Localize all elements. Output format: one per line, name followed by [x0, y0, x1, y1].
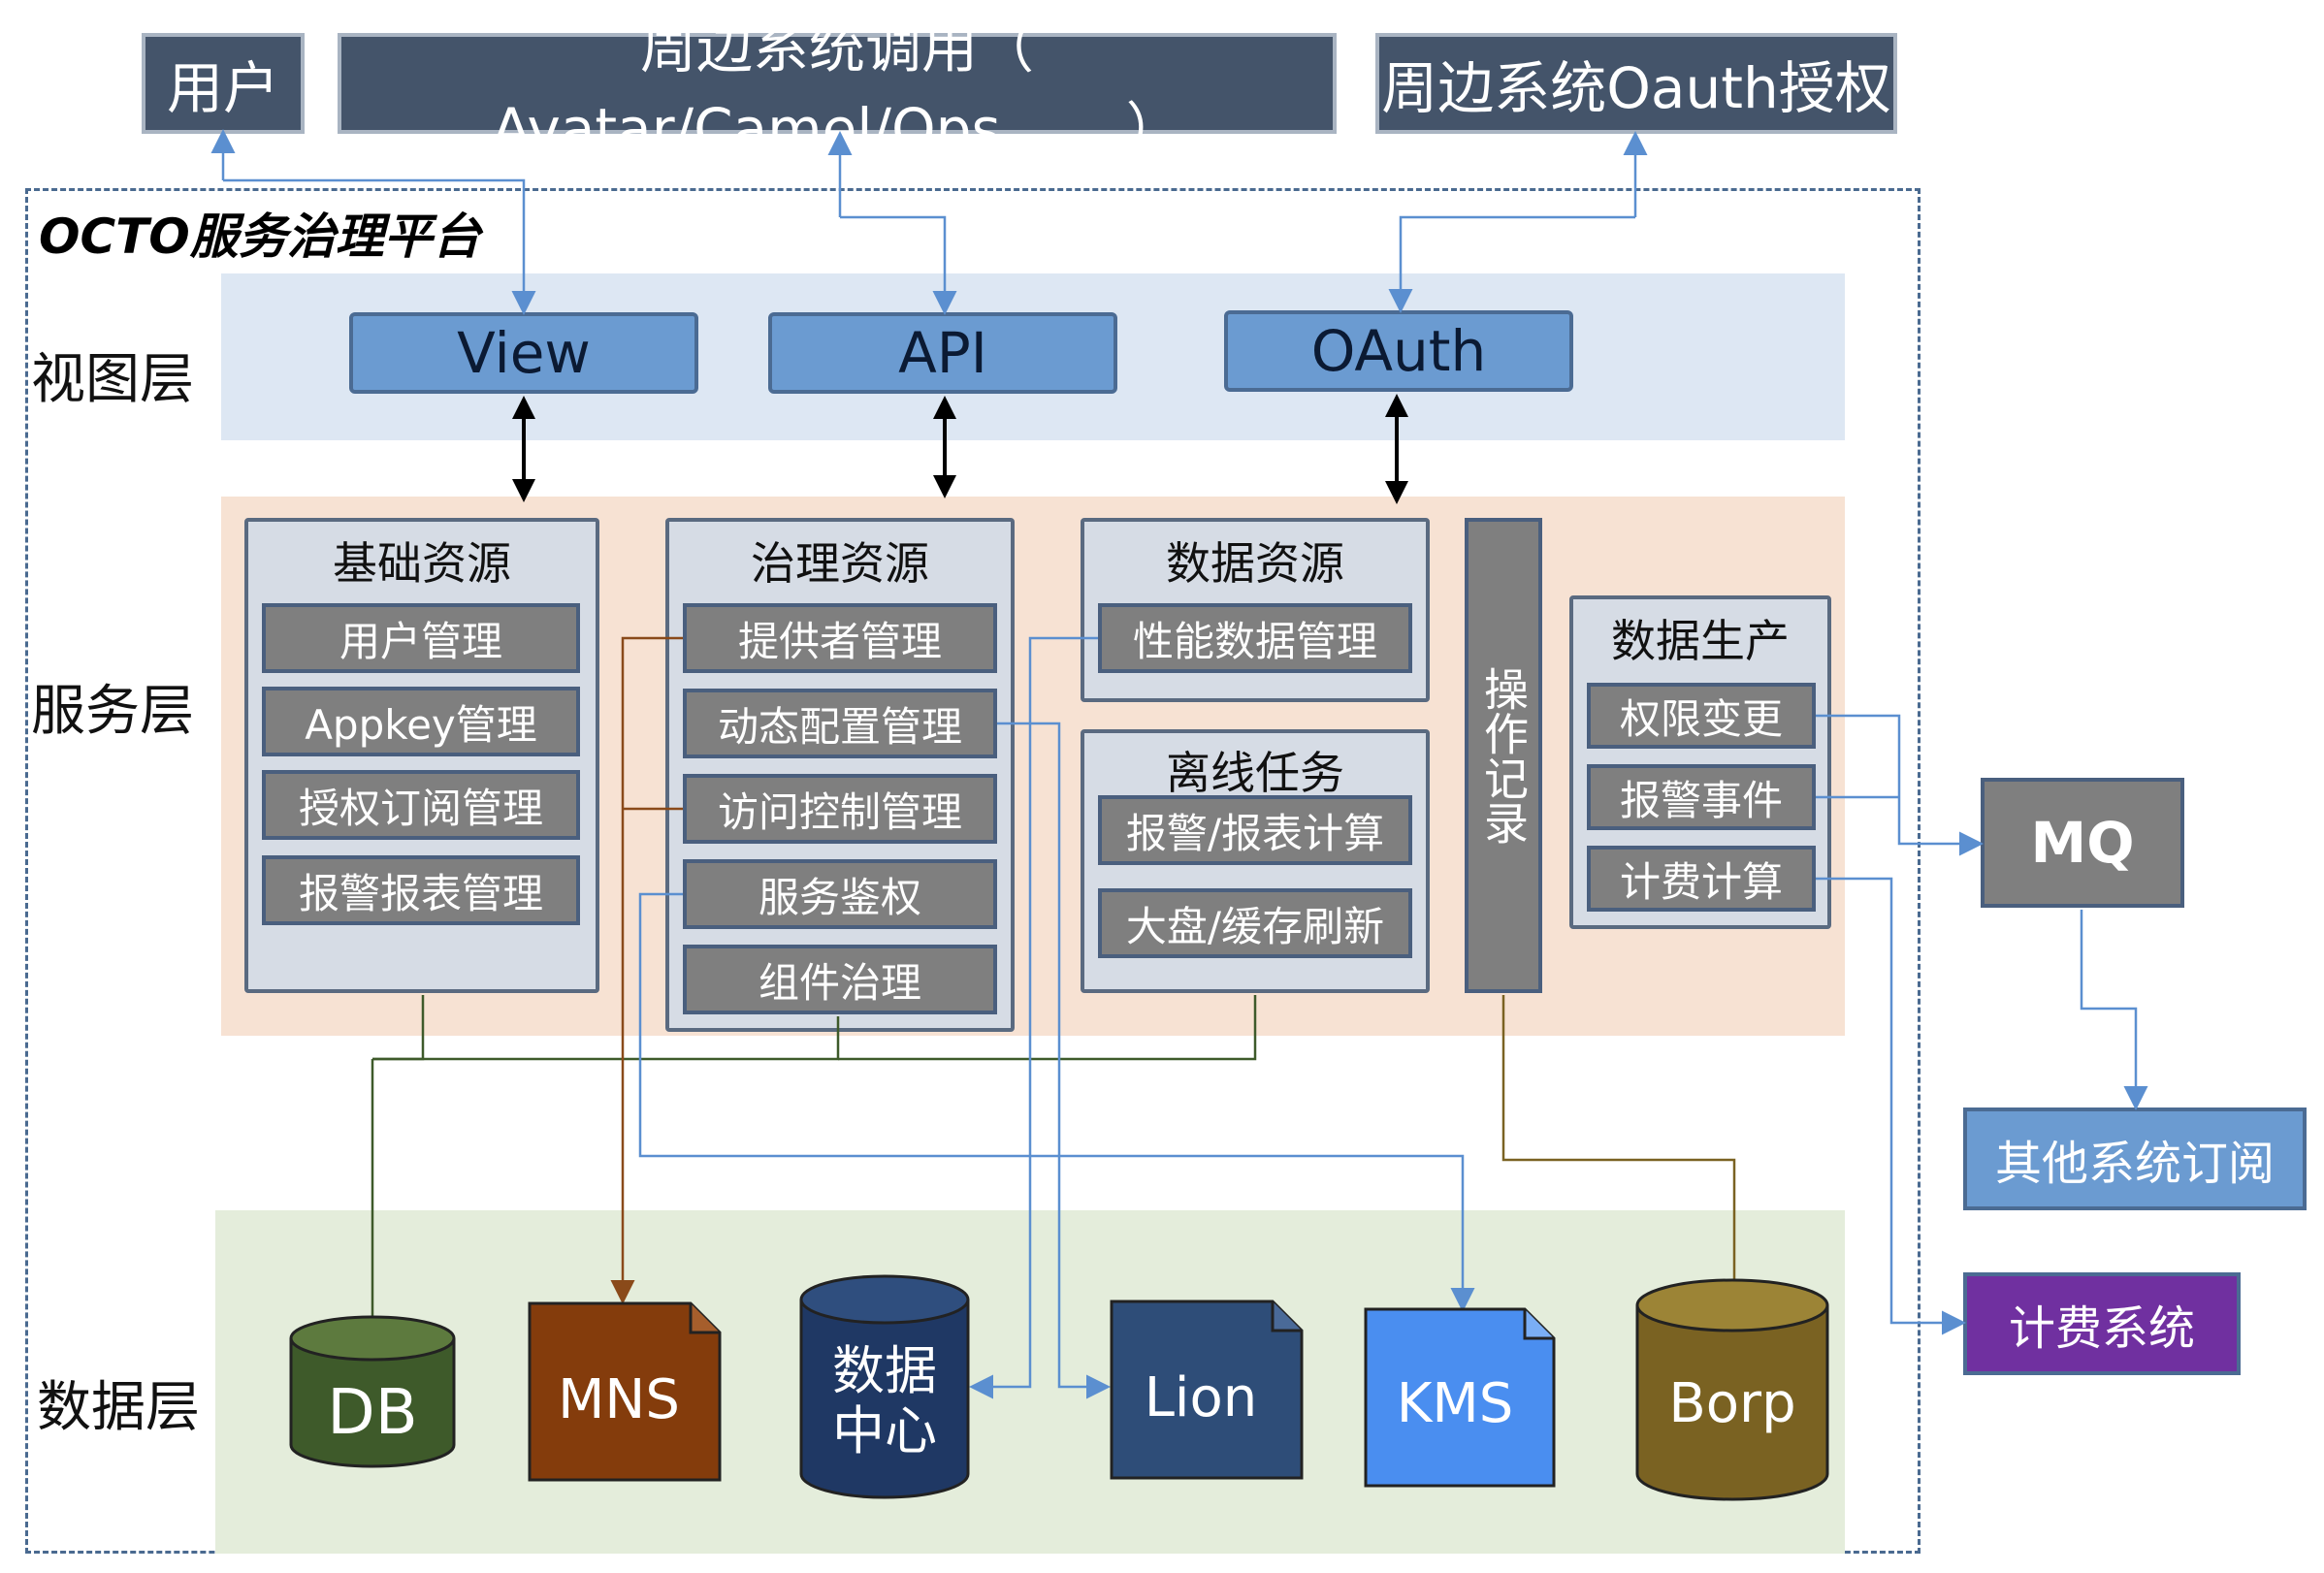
permission-change-label: 权限变更 — [1619, 694, 1783, 743]
other-system-subscribe-label: 其他系统订阅 — [1994, 1137, 2275, 1191]
user-management-item[interactable]: 用户管理 — [262, 603, 580, 673]
perf-data-management-label: 性能数据管理 — [1132, 617, 1377, 665]
data-resources-title: 数据资源 — [1166, 537, 1344, 590]
lion-document-shape[interactable] — [1110, 1300, 1304, 1480]
billing-calc-item[interactable]: 计费计算 — [1587, 846, 1816, 912]
db-connectors — [360, 995, 1257, 1364]
billing-calc-label: 计费计算 — [1619, 857, 1783, 906]
offline-tasks-title: 离线任务 — [1166, 747, 1344, 799]
top-connectors — [210, 129, 1648, 315]
perf-data-to-datacenter — [969, 636, 1098, 1399]
mq-label: MQ — [2030, 810, 2135, 876]
db-cylinder[interactable] — [289, 1315, 456, 1468]
oplog-to-borp — [1501, 995, 1747, 1333]
dynamic-config-to-lion — [997, 722, 1111, 1399]
provider-to-mns — [610, 636, 683, 1304]
billing-system-label: 计费系统 — [2008, 1301, 2195, 1356]
operation-log-item[interactable]: 操作记录 — [1465, 518, 1542, 993]
arrow-user-to-view — [223, 178, 536, 315]
other-system-subscribe-box[interactable]: 其他系统订阅 — [1963, 1108, 2307, 1210]
access-control-item[interactable]: 访问控制管理 — [683, 774, 997, 844]
service-layer-label: 服务层 — [31, 680, 194, 743]
auth-subscription-item[interactable]: 授权订阅管理 — [262, 770, 580, 840]
kms-document-shape[interactable] — [1364, 1307, 1556, 1488]
auth-subscription-label: 授权订阅管理 — [298, 784, 543, 832]
mns-label: MNS — [558, 1368, 680, 1431]
appkey-management-label: Appkey管理 — [305, 700, 537, 749]
oauth-label: OAuth — [1310, 318, 1487, 384]
view-label: View — [457, 320, 591, 386]
component-governance-item[interactable]: 组件治理 — [683, 945, 997, 1014]
datacenter-connectors — [638, 636, 1475, 1399]
offline-to-db-line — [838, 995, 1257, 1061]
datacenter-cylinder[interactable] — [799, 1274, 970, 1499]
data-layer-label: 数据层 — [37, 1376, 200, 1439]
api-button[interactable]: API — [768, 312, 1117, 394]
dashboard-cache-refresh-label: 大盘/缓存刷新 — [1125, 902, 1385, 950]
mq-connectors — [1816, 714, 2148, 1335]
alarm-report-management-item[interactable]: 报警报表管理 — [262, 855, 580, 925]
datacenter-label-line1: 数据 — [832, 1340, 937, 1401]
data-production-title: 数据生产 — [1611, 615, 1790, 667]
mq-to-subscribe — [2080, 910, 2148, 1110]
alarm-report-calc-item[interactable]: 报警/报表计算 — [1098, 795, 1412, 865]
oauth-button[interactable]: OAuth — [1224, 310, 1573, 392]
billing-calc-to-billing-system — [1816, 877, 1966, 1335]
access-control-label: 访问控制管理 — [717, 787, 962, 836]
service-auth-item[interactable]: 服务鉴权 — [683, 859, 997, 929]
dashboard-cache-refresh-item[interactable]: 大盘/缓存刷新 — [1098, 888, 1412, 958]
view-layer-label: 视图层 — [31, 348, 194, 411]
user-label: 用户 — [166, 55, 279, 121]
appkey-management-item[interactable]: Appkey管理 — [262, 687, 580, 756]
alarm-report-management-label: 报警报表管理 — [298, 869, 543, 917]
provider-management-item[interactable]: 提供者管理 — [683, 603, 997, 673]
mns-connectors — [610, 636, 683, 1304]
lion-label: Lion — [1145, 1366, 1258, 1429]
basic-resources-title: 基础资源 — [333, 537, 511, 590]
alarm-report-calc-label: 报警/报表计算 — [1125, 809, 1385, 857]
arrow-call-to-api — [840, 215, 957, 315]
governance-to-db-line — [372, 1016, 840, 1061]
governance-resources-title: 治理资源 — [751, 537, 929, 590]
component-governance-label: 组件治理 — [758, 958, 921, 1007]
arrow-oauth-to-oauth-btn — [1388, 215, 1635, 313]
provider-management-label: 提供者管理 — [737, 617, 942, 665]
user-management-label: 用户管理 — [339, 617, 502, 665]
borp-cylinder[interactable] — [1635, 1278, 1829, 1501]
mq-box[interactable]: MQ — [1981, 778, 2184, 908]
view-service-arrows — [512, 394, 1408, 504]
dynamic-config-item[interactable]: 动态配置管理 — [683, 689, 997, 758]
api-label: API — [898, 320, 987, 386]
kms-label: KMS — [1397, 1372, 1514, 1435]
service-auth-label: 服务鉴权 — [758, 873, 921, 921]
peripheral-oauth-label: 周边系统Oauth授权 — [1381, 55, 1891, 121]
alarm-event-item[interactable]: 报警事件 — [1587, 764, 1816, 830]
perf-data-management-item[interactable]: 性能数据管理 — [1098, 603, 1412, 673]
mns-document-shape[interactable] — [528, 1301, 722, 1482]
borp-label: Borp — [1668, 1372, 1795, 1435]
dynamic-config-label: 动态配置管理 — [717, 702, 962, 751]
permission-to-mq — [1816, 714, 1984, 856]
db-label: DB — [327, 1377, 417, 1449]
operation-log-label: 操作记录 — [1477, 666, 1530, 845]
basic-to-db-line — [372, 995, 425, 1061]
permission-change-item[interactable]: 权限变更 — [1587, 683, 1816, 749]
datacenter-label-line2: 中心 — [832, 1400, 937, 1461]
user-box: 用户 — [142, 33, 305, 134]
service-auth-to-kms — [638, 892, 1475, 1312]
alarm-event-label: 报警事件 — [1619, 776, 1783, 824]
platform-title: OCTO服务治理平台 — [39, 209, 481, 265]
